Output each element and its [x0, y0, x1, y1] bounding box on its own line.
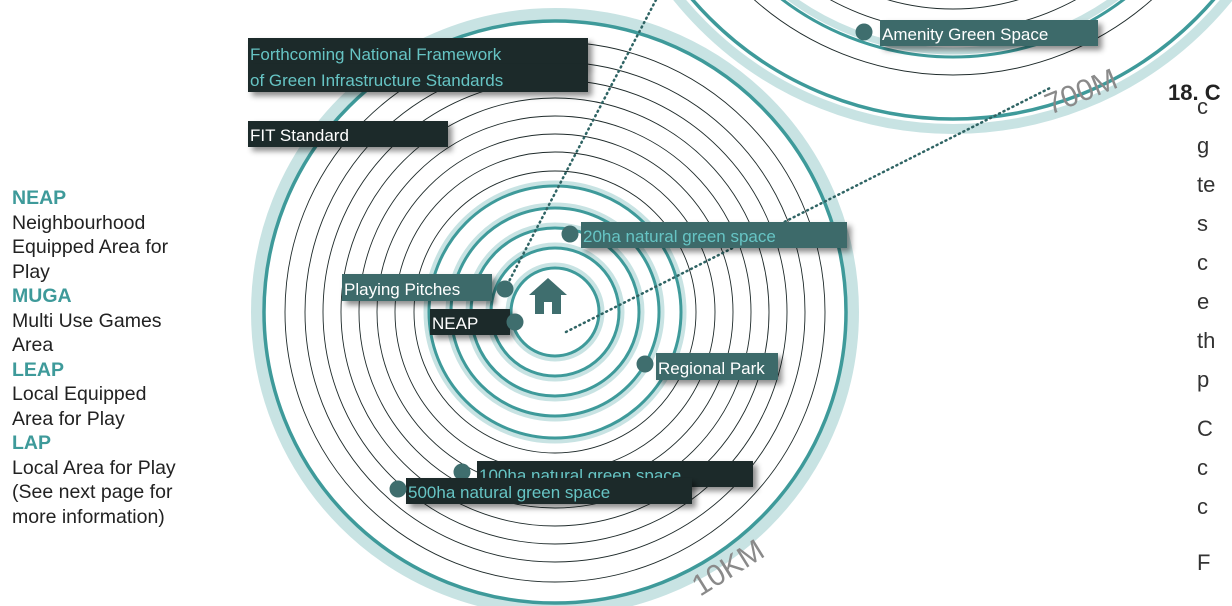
home-icon [529, 278, 567, 314]
paragraph-fragment: s [1197, 211, 1208, 236]
diagram-labels: Forthcoming National Framework of Green I… [248, 20, 1098, 504]
ring-set-700m [673, 0, 1232, 134]
paragraph-fragment: c [1197, 250, 1208, 275]
ring-10km-halo-0 [423, 180, 687, 444]
label-natural-20ha: 20ha natural green space [581, 222, 847, 248]
label-natural-500ha: 500ha natural green space [406, 478, 692, 504]
label-playing-pitches-bg [342, 274, 492, 301]
label-playing-pitches: Playing Pitches [342, 274, 492, 301]
paragraph-fragment: g [1197, 133, 1210, 158]
dot-playing-pitches [496, 280, 514, 298]
connector-playing-pitches [503, 0, 658, 291]
scale-700m-label: 700M [1040, 63, 1122, 122]
glossary-definition-line: Equipped Area for [12, 236, 169, 258]
label-fit-standard: FIT Standard [248, 121, 448, 147]
paragraph-fragment: th [1197, 328, 1216, 353]
glossary-term: LAP [12, 432, 51, 454]
glossary-definition-line: (See next page for [12, 481, 173, 503]
ring-10km-outer-0 [251, 8, 859, 606]
paragraph-fragment: F [1197, 550, 1211, 575]
paragraph-fragment: te [1197, 172, 1216, 197]
label-natural-20ha-text: 20ha natural green space [583, 227, 776, 246]
ring-700m-0 [753, 0, 1153, 76]
home-icon-shape [529, 278, 567, 314]
label-regional-park: Regional Park [656, 353, 778, 380]
dot-amenity-green-space [855, 23, 873, 41]
glossary-term: NEAP [12, 187, 67, 209]
label-framework-line2-bg [248, 64, 588, 92]
label-amenity-green-space-text: Amenity Green Space [882, 25, 1048, 44]
ring-700m-2 [787, 0, 1119, 55]
label-playing-pitches-text: Playing Pitches [344, 280, 460, 299]
label-neap-text: NEAP [432, 314, 478, 333]
glossary-definition-line: more information) [12, 505, 165, 528]
dot-natural-20ha [561, 225, 579, 243]
ring-700m-outer-0 [673, 0, 1232, 134]
label-regional-park-text: Regional Park [658, 359, 765, 378]
label-natural-500ha-bg [406, 478, 692, 504]
dot-natural-100ha [453, 463, 471, 481]
label-framework-line1-bg [248, 38, 588, 66]
label-amenity-green-space: Amenity Green Space [880, 20, 1098, 46]
label-fit-standard-text: FIT Standard [250, 126, 349, 145]
label-neap-bg [430, 309, 510, 335]
paragraph-fragment: c [1197, 94, 1208, 119]
glossary-definition-line: Multi Use Games [12, 309, 162, 332]
paragraph-heading-fragment: C [1204, 80, 1221, 105]
ring-10km-inner-4 [509, 266, 601, 358]
paragraph-fragment: c [1197, 494, 1208, 519]
paragraph-fragment: c [1197, 455, 1208, 480]
paragraph-fragment: p [1197, 367, 1210, 392]
ring-10km-thin-7 [413, 170, 697, 454]
paragraph-number: 18. C [1168, 80, 1221, 105]
glossary-term: LEAP [12, 358, 65, 381]
glossary-definition-line: Area for Play [12, 407, 125, 430]
label-regional-park-bg [656, 353, 778, 380]
label-framework-line2: of Green Infrastructure Standards [248, 64, 588, 92]
connector-neap [564, 86, 1052, 334]
glossary-definition-line: Play [12, 260, 50, 283]
ring-10km-thin-3 [340, 97, 770, 527]
label-fit-standard-bg [248, 121, 448, 147]
label-framework-line2-text: of Green Infrastructure Standards [250, 71, 503, 90]
ring-10km-thin-4 [358, 115, 752, 509]
label-framework-line1: Forthcoming National Framework [248, 38, 588, 66]
dot-regional-park [636, 355, 654, 373]
dot-natural-500ha [389, 480, 407, 498]
ring-700m-1 [780, 0, 1126, 59]
label-framework-line1-text: Forthcoming National Framework [250, 45, 502, 64]
glossary-definition-line: Local Area for Play [12, 456, 176, 479]
glossary-definition-line: Neighbourhood [12, 211, 146, 234]
label-natural-20ha-bg [581, 222, 847, 248]
paragraph-fragment: e [1197, 289, 1210, 314]
ring-10km-inner-0 [427, 184, 683, 440]
dotted-connectors [503, 0, 1052, 334]
ring-10km-outer-1 [262, 19, 848, 605]
dot-neap [506, 313, 524, 331]
ring-700m-outer-1 [690, 0, 1216, 121]
label-amenity-green-space-bg [880, 20, 1098, 46]
ring-700m-4 [887, 0, 1019, 10]
glossary-definition-line: Area [12, 334, 54, 356]
label-neap: NEAP [430, 309, 510, 335]
glossary-term: MUGA [12, 285, 72, 307]
glossary-definition-line: Local Equipped [12, 383, 147, 405]
label-natural-500ha-text: 500ha natural green space [408, 483, 610, 502]
paragraph-fragment: C [1197, 416, 1213, 441]
